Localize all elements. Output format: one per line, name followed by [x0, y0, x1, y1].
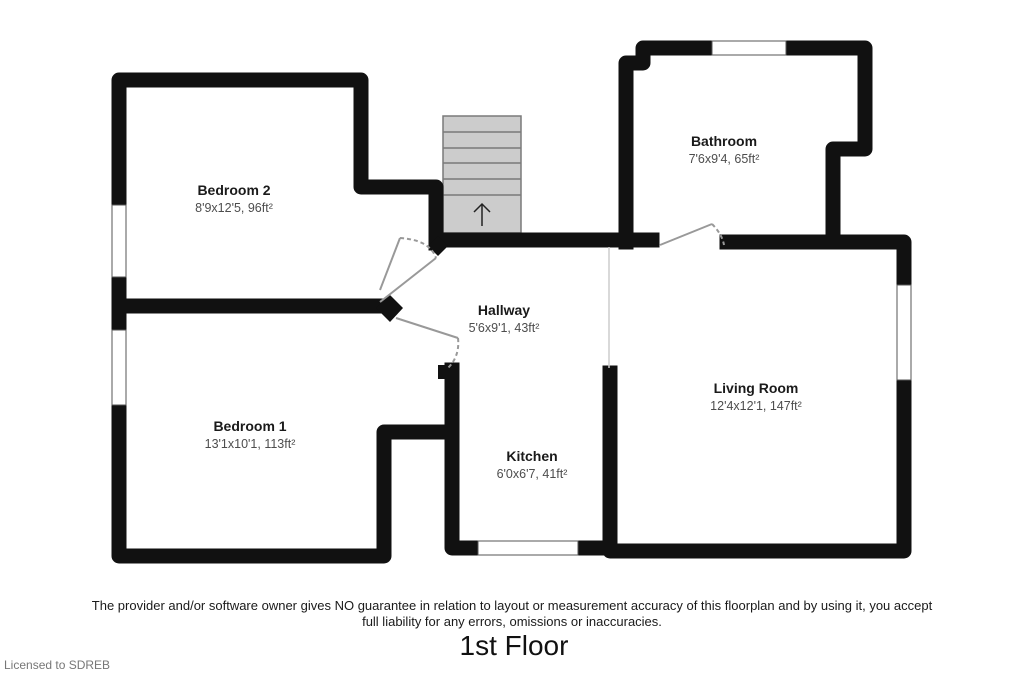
living-room-walls: [602, 234, 912, 559]
room-labels: Bedroom 2 8'9x12'5, 96ft² Bathroom 7'6x9…: [195, 133, 802, 481]
stairs: [442, 115, 522, 234]
kitchen-name: Kitchen: [506, 448, 557, 464]
bathroom-door: [659, 223, 725, 246]
bedroom2-dims: 8'9x12'5, 96ft²: [195, 201, 273, 215]
bedroom1-door: [395, 317, 460, 369]
disclaimer-line-2: full liability for any errors, omissions…: [362, 614, 662, 629]
hallway-dims: 5'6x9'1, 43ft²: [469, 321, 540, 335]
bathroom-name: Bathroom: [691, 133, 757, 149]
doors: [379, 223, 725, 369]
living-room-window: [896, 284, 912, 381]
bedroom2-window: [111, 204, 127, 278]
hallway-door-jamb: [376, 294, 403, 322]
disclaimer-line-1: The provider and/or software owner gives…: [91, 598, 933, 613]
up-arrow-icon: [473, 202, 491, 226]
bathroom-dims: 7'6x9'4, 65ft²: [689, 152, 760, 166]
bedroom2-door: [379, 237, 437, 303]
windows: [111, 40, 912, 556]
kitchen-dims: 6'0x6'7, 41ft²: [497, 467, 568, 481]
bathroom-window: [711, 40, 787, 56]
disclaimer: The provider and/or software owner gives…: [0, 598, 1024, 630]
kitchen-window: [477, 540, 579, 556]
floor-title: 1st Floor: [459, 630, 569, 661]
living-room-dims: 12'4x12'1, 147ft²: [710, 399, 802, 413]
living-room-name: Living Room: [714, 380, 799, 396]
license-text: Licensed to SDREB: [4, 658, 111, 672]
kitchen-door-jamb: [438, 365, 458, 379]
bedroom2-walls: [111, 72, 444, 314]
door-jambs: [376, 236, 458, 379]
floorplan-drawing: Bedroom 2 8'9x12'5, 96ft² Bathroom 7'6x9…: [111, 40, 912, 564]
bedroom2-name: Bedroom 2: [197, 182, 270, 198]
bedroom1-name: Bedroom 1: [213, 418, 286, 434]
bedroom1-window: [111, 329, 127, 406]
bedroom1-dims: 13'1x10'1, 113ft²: [205, 437, 296, 451]
bedroom1-walls: [111, 298, 456, 564]
hallway-name: Hallway: [478, 302, 530, 318]
